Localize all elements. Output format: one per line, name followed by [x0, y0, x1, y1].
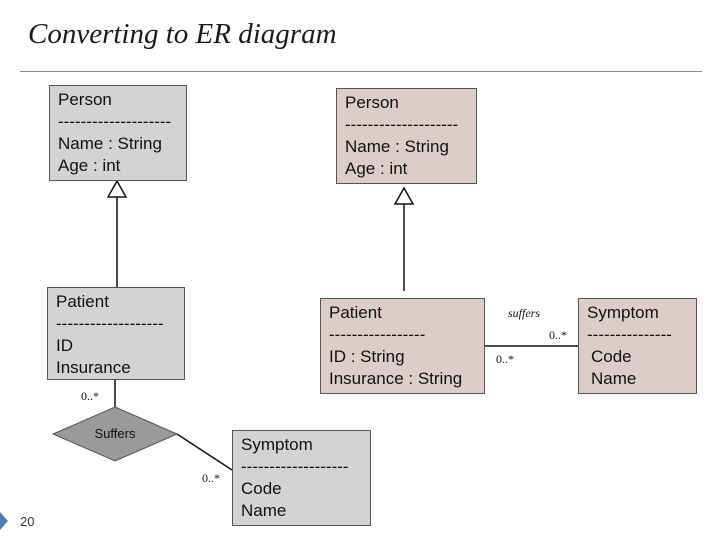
left-patient-attr-id: ID — [56, 336, 73, 355]
right-suffers-label: suffers — [508, 306, 541, 320]
right-symptom-multiplicity: 0..* — [549, 328, 567, 342]
left-patient-name: Patient — [56, 292, 109, 311]
right-person-separator: -------------------- — [345, 115, 459, 134]
right-symptom-entity: Symptom --------------- Code Name — [578, 298, 697, 394]
slide-marker-icon — [0, 512, 8, 530]
right-patient-entity: Patient ----------------- ID : String In… — [320, 298, 485, 394]
left-inheritance-arrow — [106, 179, 128, 198]
title-divider — [20, 71, 702, 72]
right-symptom-attr-name: Name — [591, 369, 637, 388]
suffers-diamond — [51, 406, 179, 462]
left-symptom-name: Symptom — [241, 435, 313, 454]
right-patient-name: Patient — [329, 303, 382, 322]
left-symptom-attr-code: Code — [241, 479, 282, 498]
left-patient-multiplicity: 0..* — [81, 389, 99, 403]
left-patient-separator: ------------------- — [56, 314, 164, 333]
right-inheritance-arrow — [393, 186, 415, 205]
right-person-attr-name: Name : String — [345, 137, 449, 156]
left-symptom-separator: ------------------- — [241, 457, 349, 476]
left-patient-attr-insurance: Insurance — [56, 358, 131, 377]
right-symptom-attr-code: Code — [591, 347, 632, 366]
right-patient-attr-insurance: Insurance : String — [329, 369, 463, 388]
right-patient-attr-id: ID : String — [329, 347, 405, 366]
right-person-name: Person — [345, 93, 399, 112]
left-symptom-attr-name: Name — [241, 501, 287, 520]
left-person-attr-age: Age : int — [58, 156, 121, 175]
right-person-entity: Person -------------------- Name : Strin… — [336, 88, 477, 184]
right-patient-separator: ----------------- — [329, 325, 426, 344]
right-patient-multiplicity: 0..* — [496, 352, 514, 366]
right-person-attr-age: Age : int — [345, 159, 408, 178]
left-patient-entity: Patient ------------------- ID Insurance — [47, 287, 185, 380]
page-number: 20 — [20, 514, 35, 529]
suffers-label: Suffers — [94, 426, 136, 441]
right-symptom-name: Symptom — [587, 303, 659, 322]
left-person-separator: -------------------- — [58, 112, 172, 131]
left-symptom-entity: Symptom ------------------- Code Name — [232, 430, 371, 526]
left-symptom-multiplicity: 0..* — [202, 471, 220, 485]
left-person-name: Person — [58, 90, 112, 109]
left-suffers-symptom-line — [176, 433, 233, 471]
slide-title: Converting to ER diagram — [28, 18, 337, 50]
left-person-entity: Person -------------------- Name : Strin… — [49, 85, 187, 181]
right-symptom-separator: --------------- — [587, 325, 672, 344]
left-person-attr-name: Name : String — [58, 134, 162, 153]
